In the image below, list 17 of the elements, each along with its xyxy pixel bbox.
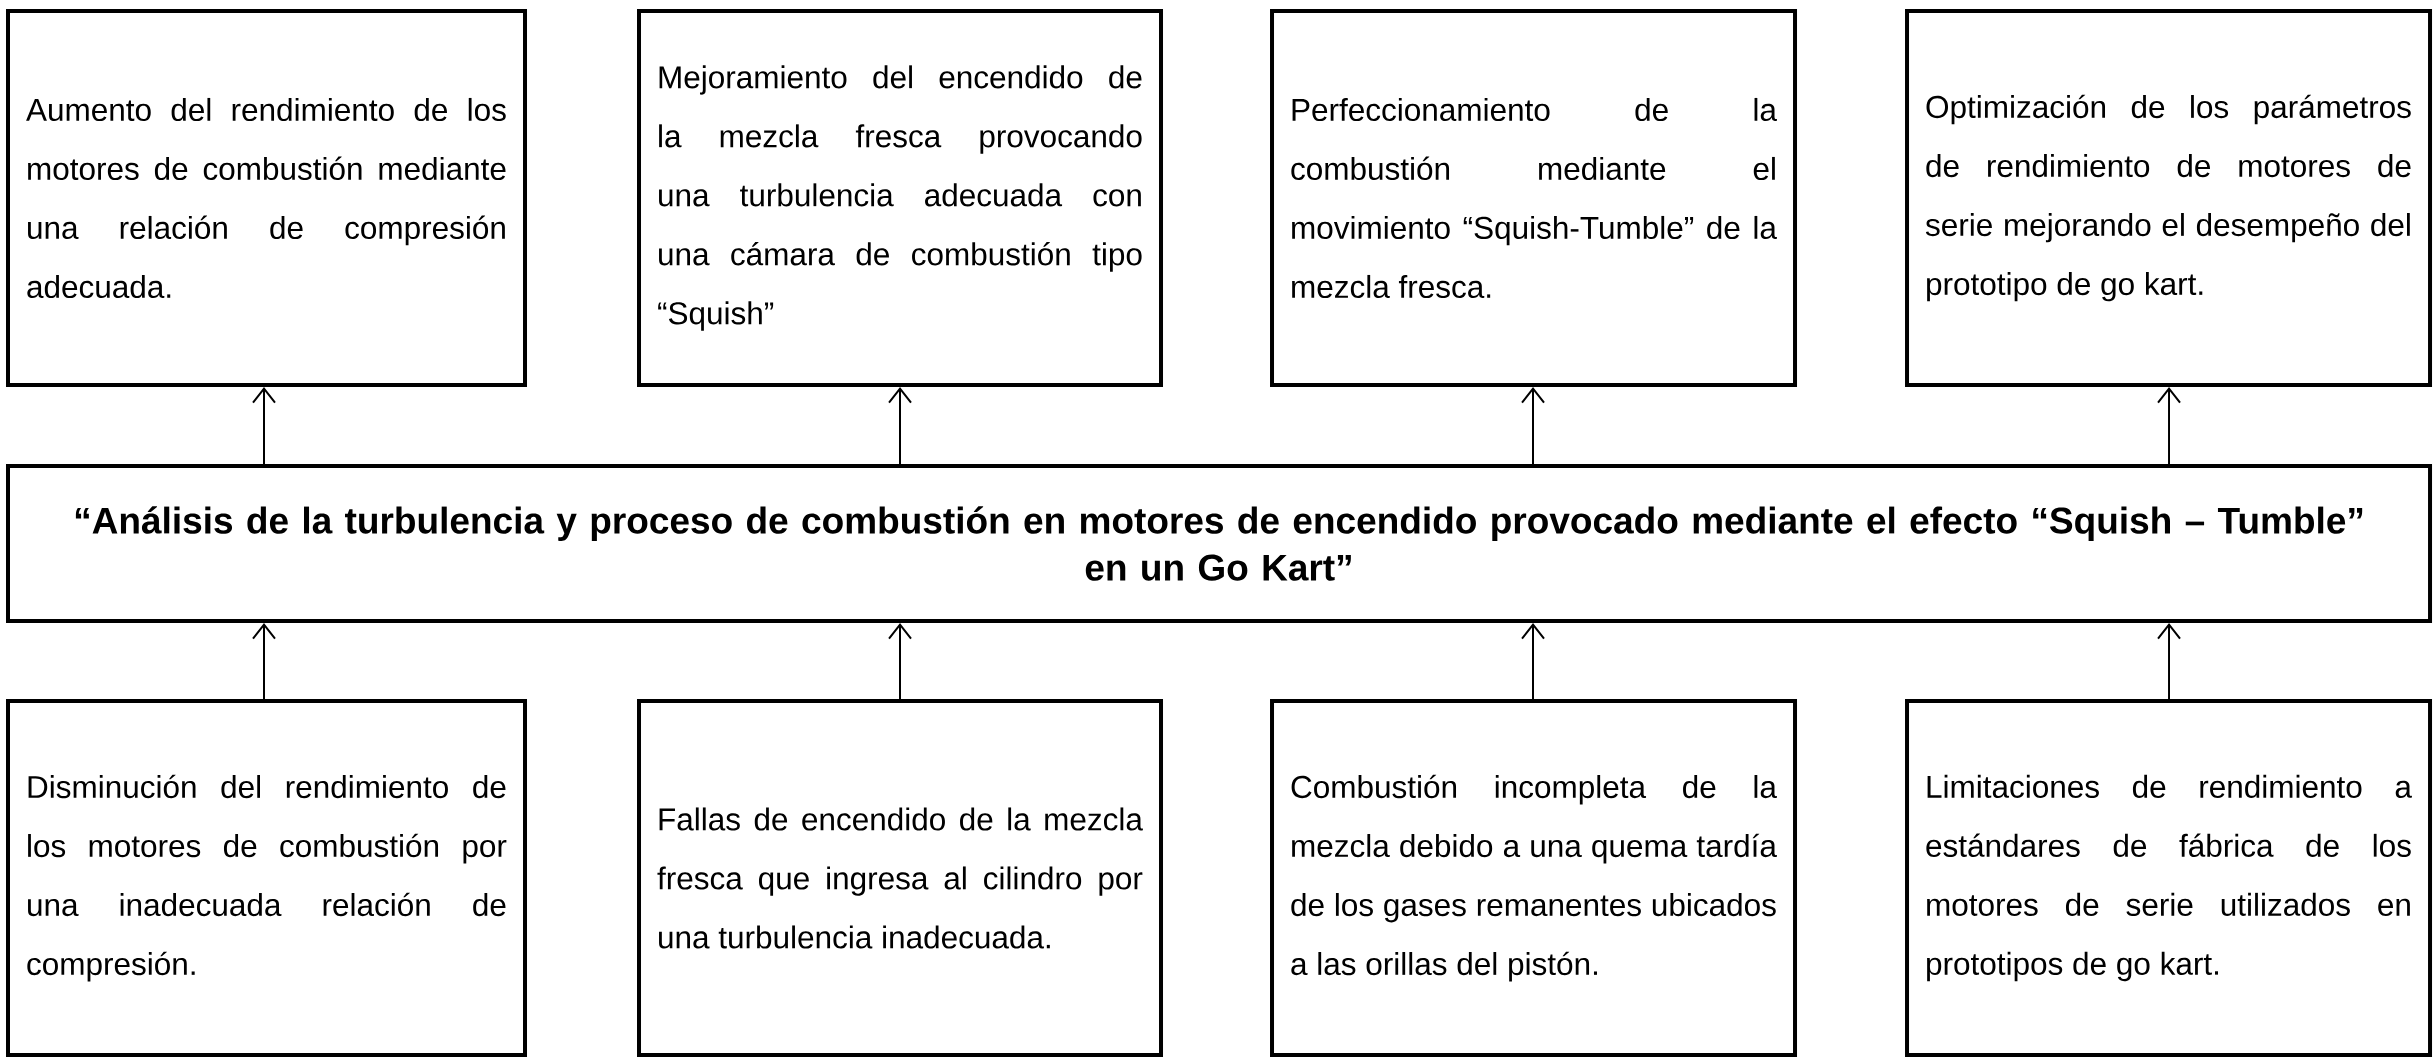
text-box: Optimización de los parámetros de rendimiento de motores de serie mejorando el desempeño del prototipo de go kart. <box>1905 9 2433 387</box>
arrow <box>2157 387 2182 465</box>
arrow <box>888 623 912 700</box>
text-box: Mejoramiento del encendido de la mezcla fresca provocando una turbulencia adecuada con una cámara de combustión tipo “Squish” <box>637 9 1163 387</box>
text-box: Aumento del rendimiento de los motores de combustión mediante una relación de compresión adecuada. <box>6 9 527 387</box>
arrow <box>888 387 912 465</box>
arrow <box>1521 623 1545 700</box>
arrow <box>252 387 276 465</box>
arrow <box>252 623 276 700</box>
text-box: Combustión incompleta de la mezcla debido a una quema tardía de los gases remanentes ubicados a las orillas del pistón. <box>1270 699 1797 1057</box>
arrow <box>2157 623 2182 700</box>
text-box: Limitaciones de rendimiento a estándares de fábrica de los motores de serie utilizados en prototipos de go kart. <box>1905 699 2433 1057</box>
text-box: Fallas de encendido de la mezcla fresca que ingresa al cilindro por una turbulencia inadecuada. <box>637 699 1163 1057</box>
title-box: “Análisis de la turbulencia y proceso de combustión en motores de encendido provocado mediante el efecto “Squish – Tumble” en un Go Kart” <box>6 464 2433 623</box>
text-box: Perfeccionamiento de la combustión mediante el movimiento “Squish-Tumble” de la mezcla fresca. <box>1270 9 1797 387</box>
arrow <box>1521 387 1545 465</box>
text-box: Disminución del rendimiento de los motores de combustión por una inadecuada relación de compresión. <box>6 699 527 1057</box>
